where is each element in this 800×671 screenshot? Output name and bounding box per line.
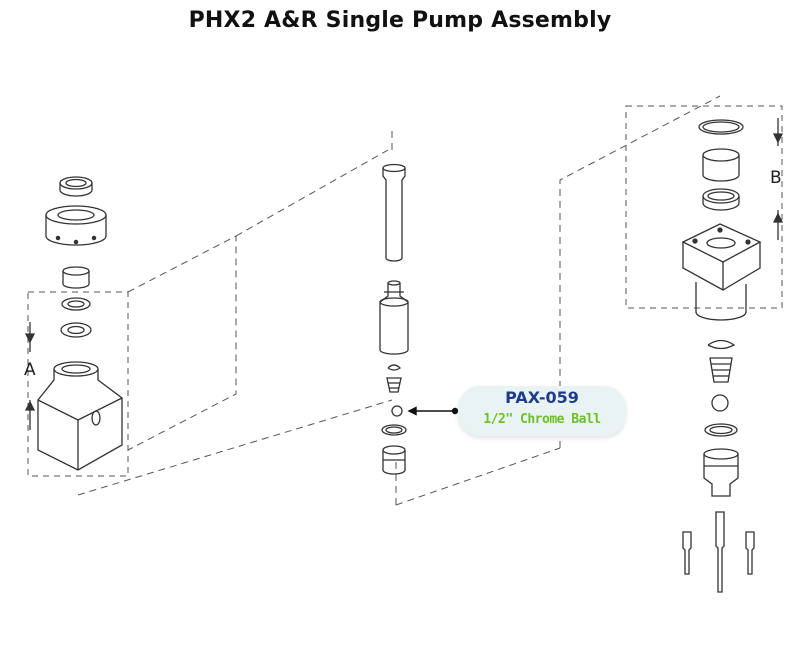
left-assembly — [24, 176, 129, 477]
center-assembly — [379, 163, 409, 475]
part-number-label: PAX-059 — [505, 388, 579, 407]
callout-leader — [407, 406, 459, 416]
page-title: PHX2 A&R Single Pump Assembly — [188, 8, 612, 33]
chrome-ball — [391, 405, 403, 417]
dimension-label-b: B — [770, 168, 782, 188]
dashed-guides — [77, 95, 721, 506]
part-callout: PAX-059 1/2" Chrome Ball — [458, 386, 626, 436]
part-description-label: 1/2" Chrome Ball — [483, 412, 601, 427]
dimension-label-a: A — [24, 360, 36, 380]
right-assembly — [625, 105, 784, 593]
